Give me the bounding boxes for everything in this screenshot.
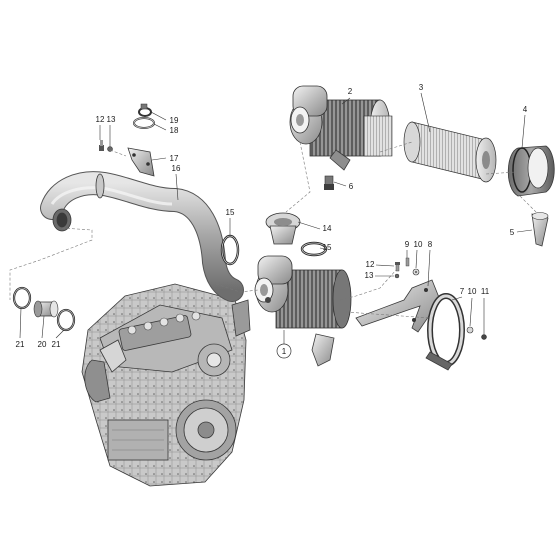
callout-18: 18: [170, 126, 179, 135]
callout-3: 3: [419, 83, 424, 92]
nut-11: [481, 334, 487, 340]
callout-16: 16: [172, 164, 181, 173]
callout-12-right: 12: [366, 260, 375, 269]
callout-6: 6: [349, 182, 354, 191]
air-filter-assembly-1: [254, 255, 352, 367]
gasket-14: [265, 212, 301, 245]
filter-element-2b: [363, 115, 393, 157]
callout-1-circle: [276, 343, 292, 359]
bracket-17: [127, 147, 155, 177]
callout-5: 5: [510, 228, 515, 237]
bolt-9: [405, 257, 410, 267]
callout-8: 8: [428, 240, 433, 249]
callout-11: 11: [481, 287, 490, 296]
washer-10-far: [466, 326, 474, 334]
nut-13-right: [394, 273, 400, 279]
bolt-12-top: [99, 140, 104, 151]
ring-21-left: [12, 286, 32, 310]
callout-10-upper: 10: [414, 240, 423, 249]
callout-13-right: 13: [365, 271, 374, 280]
callout-21-right: 21: [52, 340, 61, 349]
sensor-6: [324, 175, 334, 190]
assembly-lines: [9, 141, 537, 319]
callout-20: 20: [38, 340, 47, 349]
callout-10-lower: 10: [468, 287, 477, 296]
valve-5: [531, 212, 549, 247]
clamp-19: [138, 103, 152, 117]
callout-2: 2: [348, 87, 353, 96]
callout-4: 4: [523, 105, 528, 114]
engine-block: [81, 283, 251, 487]
callout-9: 9: [405, 240, 410, 249]
filter-element-3: [403, 121, 497, 183]
cover-4: [507, 145, 555, 197]
clamp-band-7: [425, 293, 465, 371]
callout-13-top: 13: [107, 115, 116, 124]
callout-12-top: 12: [96, 115, 105, 124]
callout-15-center: 15: [323, 243, 332, 252]
callout-1: 1: [282, 347, 287, 356]
air-hose-16: [40, 171, 244, 302]
callout-14: 14: [323, 224, 332, 233]
ring-21-right: [56, 308, 76, 332]
sleeve-20: [33, 300, 59, 318]
callout-15-left: 15: [226, 208, 235, 217]
callout-labels: 1 2 3 4 5 6 7 8 9 10 10 11 12 12 13 13 1…: [16, 83, 528, 359]
callout-21-left: 21: [16, 340, 25, 349]
callout-17: 17: [170, 154, 179, 163]
callout-7: 7: [460, 287, 465, 296]
clamp-18: [133, 117, 155, 129]
leader-lines: [19, 92, 533, 344]
callout-19: 19: [170, 116, 179, 125]
bolt-12-right: [395, 262, 400, 272]
washer-10-right: [412, 268, 420, 276]
